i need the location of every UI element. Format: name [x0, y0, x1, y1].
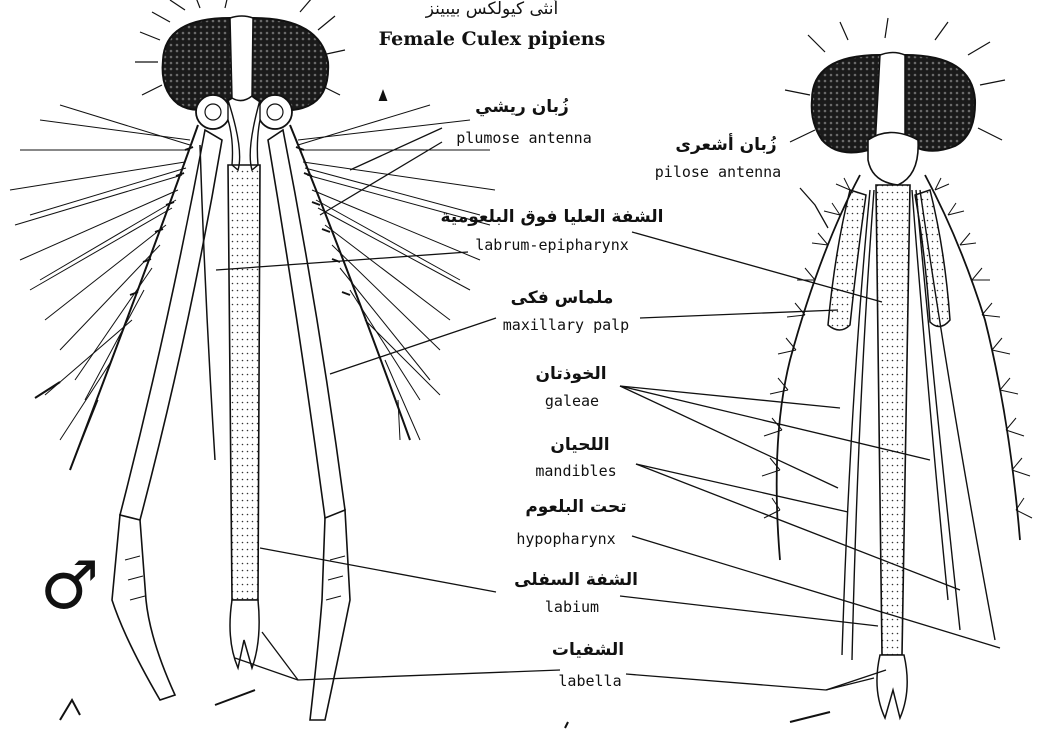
female-proboscis — [842, 185, 995, 718]
male-left-eye — [163, 18, 238, 110]
label-mandibles: اللحيان mandibles — [535, 435, 616, 480]
svg-text:hypopharynx: hypopharynx — [516, 530, 615, 548]
label-plumose-antenna: زُبان ريشي plumose antenna — [456, 97, 591, 147]
title-english: Female Culex pipiens — [379, 28, 606, 50]
svg-text:galeae: galeae — [545, 392, 599, 410]
title-arabic: أنثى كيولكس بيبينز — [425, 0, 558, 19]
svg-text:pilose antenna: pilose antenna — [655, 163, 781, 181]
svg-text:mandibles: mandibles — [535, 462, 616, 480]
label-galeae: الخوذتان galeae — [535, 364, 606, 410]
svg-text:ملماس فكى: ملماس فكى — [511, 288, 614, 308]
svg-text:maxillary palp: maxillary palp — [503, 316, 629, 334]
svg-text:اللحيان: اللحيان — [550, 435, 609, 455]
svg-text:الشفة العليا فوق البلعومية: الشفة العليا فوق البلعومية — [441, 207, 664, 227]
svg-text:الشفة السفلى: الشفة السفلى — [514, 570, 638, 590]
svg-text:labella: labella — [558, 672, 621, 690]
svg-text:تحت البلعوم: تحت البلعوم — [525, 497, 626, 517]
male-right-eye — [247, 18, 328, 110]
male-head-illustration — [135, 0, 345, 170]
female-head-illustration — [785, 18, 1005, 185]
label-hypopharynx: تحت البلعوم hypopharynx — [516, 497, 626, 548]
label-pilose-antenna: زُبان أشعرى pilose antenna — [655, 133, 781, 181]
svg-text:الخوذتان: الخوذتان — [535, 364, 606, 384]
male-symbol: ♂ — [40, 547, 99, 624]
label-labella: الشفيات labella — [552, 640, 624, 690]
label-labrum-epipharynx: الشفة العليا فوق البلعومية labrum-epipha… — [441, 207, 664, 254]
svg-text:زُبان أشعرى: زُبان أشعرى — [675, 133, 776, 155]
svg-text:زُبان ريشي: زُبان ريشي — [475, 97, 569, 117]
svg-text:الشفيات: الشفيات — [552, 640, 624, 660]
svg-text:labium: labium — [545, 598, 599, 616]
label-labium: الشفة السفلى labium — [514, 570, 638, 616]
male-proboscis — [200, 145, 260, 668]
svg-text:plumose antenna: plumose antenna — [456, 129, 591, 147]
male-plumose-antenna-left — [10, 105, 198, 470]
label-maxillary-palp: ملماس فكى maxillary palp — [503, 288, 629, 334]
svg-text:labrum-epipharynx: labrum-epipharynx — [475, 236, 629, 254]
